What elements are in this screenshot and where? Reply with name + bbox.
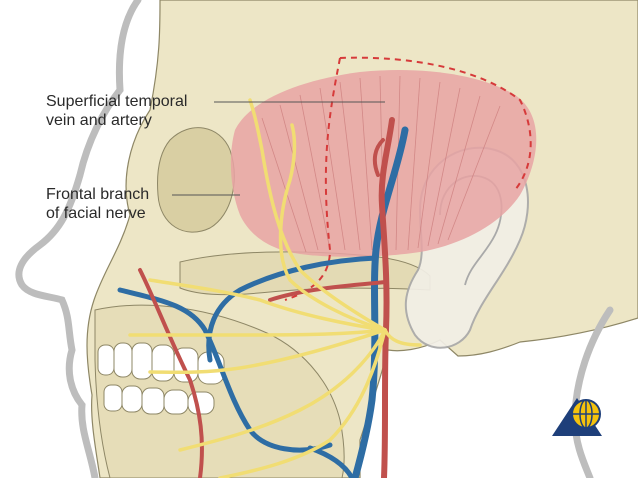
facial-nerve [128, 98, 422, 478]
neck-outline [571, 306, 614, 478]
leader-lines [172, 101, 385, 196]
label-superficial-temporal-line1: Superficial temporal [46, 93, 188, 110]
label-frontal-branch-line2: of facial nerve [46, 205, 146, 222]
orbit [157, 127, 235, 233]
label-frontal-branch-line1: Frontal branch [46, 186, 150, 203]
globe-logo-icon [552, 398, 602, 436]
muscle-fibers [261, 75, 501, 253]
dashed-incision-line [284, 56, 532, 301]
head-outline [15, 0, 142, 478]
label-superficial-temporal: Superficial temporal vein and artery [46, 92, 187, 130]
label-frontal-branch: Frontal branch of facial nerve [46, 185, 149, 223]
label-superficial-temporal-line2: vein and artery [46, 112, 152, 129]
